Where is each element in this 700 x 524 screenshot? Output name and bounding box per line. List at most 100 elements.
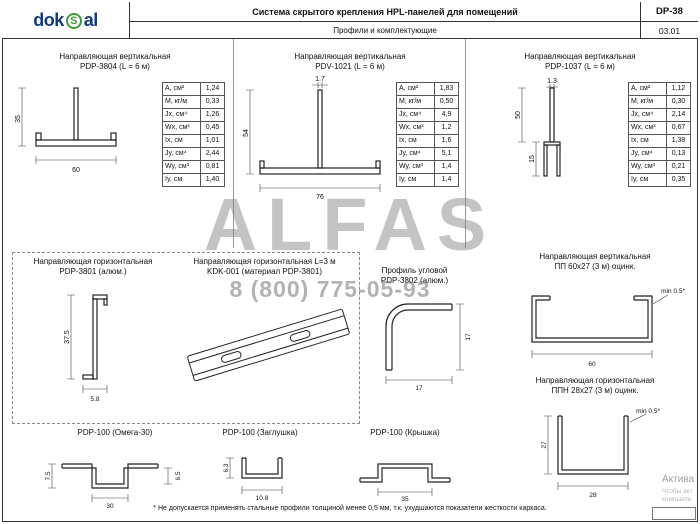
spec-value: 2,44 (200, 147, 225, 161)
spec-label: Jy, см⁴ (162, 147, 201, 161)
spec-value: 1,4 (434, 160, 459, 174)
profile-code: PDP-3802 (алюм.) (380, 276, 449, 285)
activation-watermark-line2: Чтобы акт (662, 488, 693, 495)
spec-label: Ix, см (628, 134, 667, 148)
profile-title-omega: PDP-100 (Омега-30) (77, 428, 153, 437)
spec-label: Wx, см³ (396, 121, 435, 135)
profile-title-plug: PDP-100 (Заглушка) (222, 428, 298, 437)
spec-label: Ix, см (396, 134, 435, 148)
dim-line (544, 415, 552, 475)
dim-label-width: 5.8 (90, 396, 99, 403)
profile-name: Направляющая горизонтальная (535, 376, 655, 385)
spec-value: 0,35 (666, 173, 691, 187)
dim-line (67, 294, 75, 380)
aluminium-group-box (12, 252, 360, 424)
profile-outline (61, 463, 159, 489)
header: dok S al Система скрытого крепления HPL-… (2, 2, 698, 39)
spec-value: 1,6 (434, 134, 459, 148)
spec-value: 0,50 (434, 95, 459, 109)
dim-label-right: 6.5 (175, 471, 182, 480)
logo-text-left: dok (33, 10, 64, 30)
dim-line (241, 486, 283, 494)
profile-outline (35, 87, 117, 147)
dim-line (91, 494, 129, 502)
spec-value: 1,24 (200, 82, 225, 96)
drawing-omega: 7.5 6.5 30 (45, 463, 182, 510)
spec-value: 1,40 (200, 173, 225, 187)
profile-name: Направляющая вертикальная (524, 52, 636, 61)
spec-label: Ix, см (162, 134, 201, 148)
spec-value: 0,45 (200, 121, 225, 135)
profile-outline (241, 457, 283, 479)
dim-label-height: 37.5 (64, 330, 71, 344)
drawing-plug: 6.3 10.8 (223, 457, 283, 502)
spec-value: 0,21 (666, 160, 691, 174)
dim-label-width: 30 (106, 503, 114, 510)
document-subtitle: Профили и комплектующие (333, 26, 437, 35)
dim-label-fork: 15 (529, 155, 536, 163)
footnote: * Не допускается применять стальные проф… (153, 505, 547, 512)
spec-value: 5,1 (434, 147, 459, 161)
logo-s-icon: S (65, 12, 82, 29)
spec-value: 1,38 (666, 134, 691, 148)
dim-label-height: 17 (465, 333, 472, 341)
drawing-pdp3804: 35 60 (15, 87, 117, 174)
thickness-note: min 0.5* (661, 288, 685, 295)
profile-outline (82, 294, 108, 380)
drawing-pdp3802: 17 17 (385, 303, 472, 392)
profile-code: PDP-3804 (L = 6 м) (80, 62, 150, 71)
spec-value: 2,14 (666, 108, 691, 122)
spec-value: 0,33 (200, 95, 225, 109)
spec-label: Wy, см³ (628, 160, 667, 174)
dim-label-height: 35 (15, 115, 22, 123)
profile-code: ППН 28х27 (3 м) оцинк. (551, 386, 639, 395)
spec-value: 4,9 (434, 108, 459, 122)
profile-title-pp6027: Направляющая вертикальная ПП 60х27 (3 м)… (495, 252, 695, 272)
dim-line (259, 184, 381, 192)
spec-label: Iy, см (396, 173, 435, 187)
sheet-number: 03.01 (640, 22, 698, 39)
profile-outline (557, 415, 629, 475)
profile-name: Направляющая горизонтальная (33, 257, 153, 266)
spec-label: Wy, см³ (396, 160, 435, 174)
profile-name: Профиль угловой (381, 266, 448, 275)
profile-code: ПП 60х27 (3 м) оцинк. (554, 262, 636, 271)
spec-value: 0,30 (666, 95, 691, 109)
profile-code: PDV-1021 (L = 6 м) (315, 62, 385, 71)
document-title: Система скрытого крепления HPL-панелей д… (130, 2, 640, 22)
spec-label: А, см² (628, 82, 667, 96)
stamp-box (652, 507, 696, 520)
dim-label-width: 28 (589, 492, 597, 499)
dim-line (456, 303, 464, 371)
profile-outline (385, 303, 453, 371)
dim-line (35, 156, 117, 164)
leader-line (652, 294, 669, 305)
dim-line (377, 488, 433, 496)
spec-label: А, см² (162, 82, 201, 96)
drawing-pdp1037: 1.3 50 15 (515, 78, 561, 177)
spec-label: Wy, см³ (162, 160, 201, 174)
profile-title-pdp1037: Направляющая вертикальная PDP-1037 (L = … (480, 52, 680, 72)
profile-title-pdp3802: Профиль угловой PDP-3802 (алюм.) (362, 266, 467, 286)
slot-hole (289, 330, 311, 342)
profile-outline (187, 308, 350, 382)
spec-label: Jx, см⁴ (162, 108, 201, 122)
slot-hole (221, 351, 242, 363)
dim-label-width: 60 (72, 167, 80, 174)
dim-label-width: 60 (588, 361, 596, 368)
